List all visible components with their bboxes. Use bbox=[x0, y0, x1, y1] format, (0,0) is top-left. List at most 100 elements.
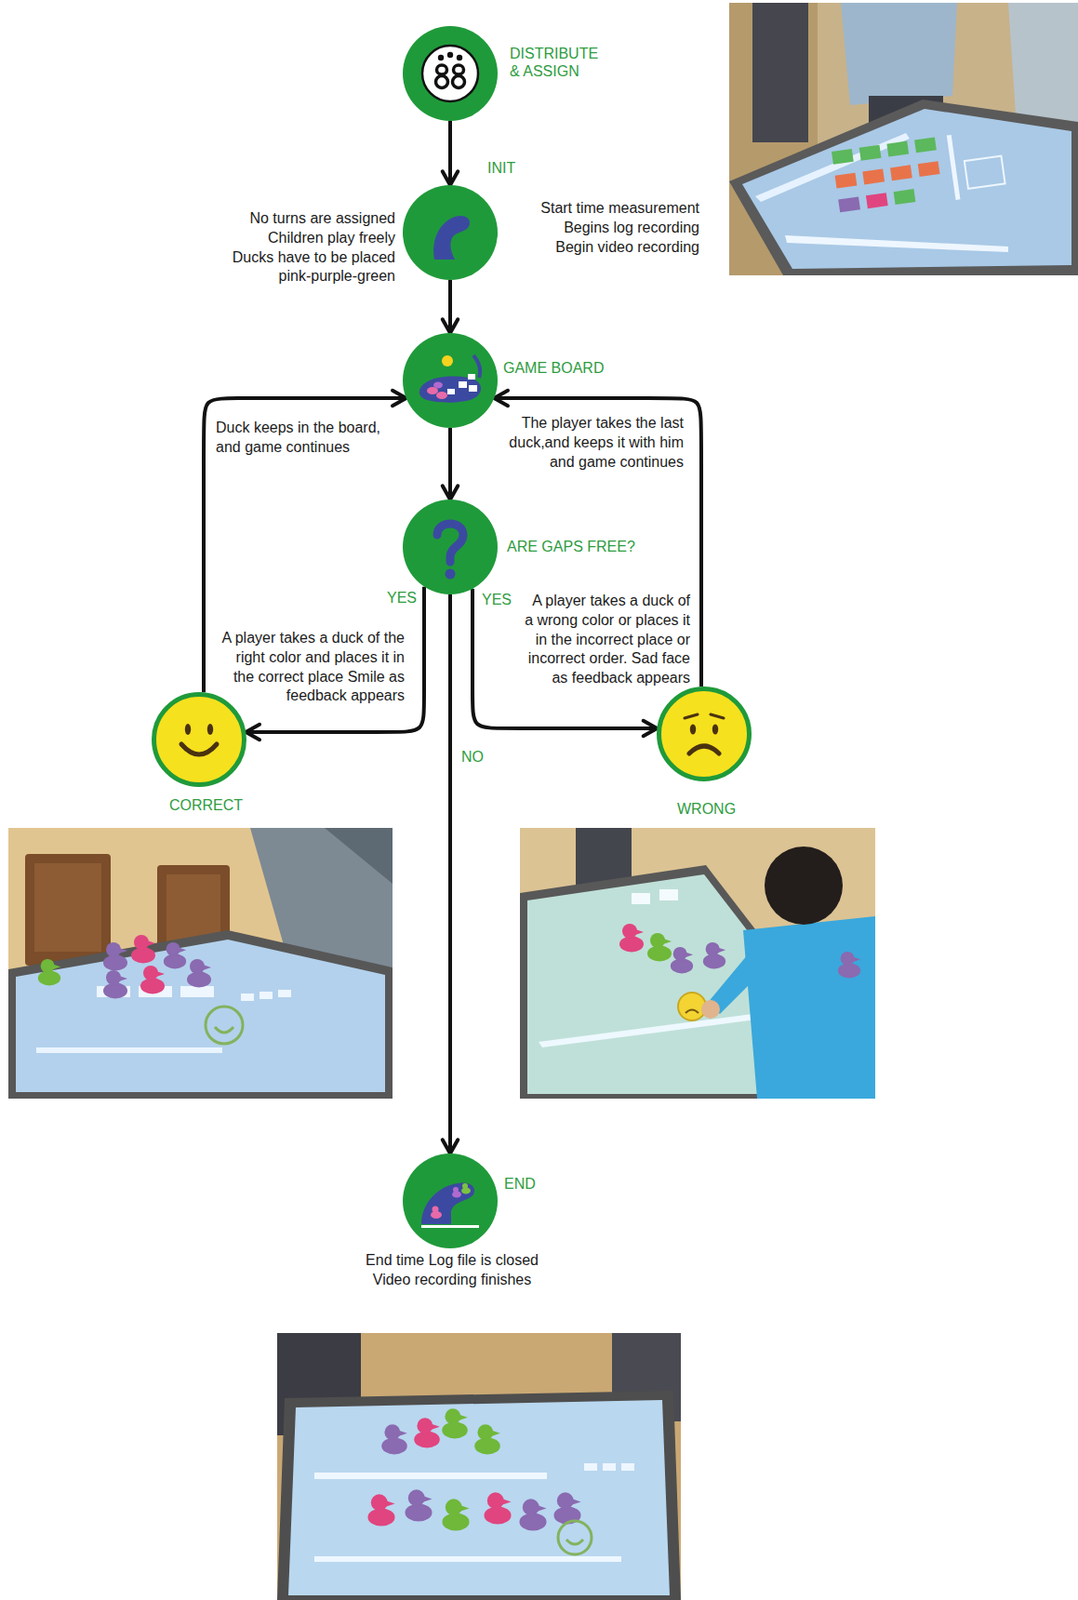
illustration-part bbox=[367, 1493, 395, 1526]
illustration-part bbox=[8, 930, 393, 1099]
icon-part bbox=[207, 723, 213, 735]
icon-part bbox=[452, 76, 466, 89]
edge-label: YES bbox=[385, 588, 419, 607]
illustration-part bbox=[764, 846, 843, 925]
illustration-part bbox=[314, 1472, 547, 1479]
illustration-part bbox=[413, 1417, 440, 1448]
illustration-part bbox=[38, 958, 61, 985]
illustration-part bbox=[140, 965, 165, 995]
illustration-part bbox=[381, 1424, 408, 1454]
icon-part bbox=[436, 76, 449, 89]
icon-part bbox=[181, 744, 217, 755]
node-heading: INIT bbox=[487, 159, 544, 177]
wrong-node: WRONG bbox=[656, 686, 752, 782]
illustration-part bbox=[25, 853, 111, 966]
illustration-part bbox=[288, 1399, 670, 1596]
node-heading: ARE GAPS FREE? bbox=[506, 537, 647, 556]
init-icon bbox=[433, 215, 470, 260]
illustration-part bbox=[553, 1491, 581, 1524]
illustration-part bbox=[163, 942, 187, 969]
icon-part bbox=[456, 54, 463, 61]
icon-part bbox=[458, 381, 467, 388]
icon-part bbox=[710, 714, 724, 719]
illustration-part bbox=[964, 156, 1006, 189]
illustration-part bbox=[743, 916, 876, 1099]
note-text: Start time measurement Begins log record… bbox=[532, 199, 700, 257]
node-icon bbox=[151, 692, 247, 787]
note-text: No turns are assigned Children play free… bbox=[227, 209, 396, 287]
illustration-part bbox=[755, 133, 910, 202]
icon-part bbox=[433, 382, 443, 389]
node-icon bbox=[656, 686, 752, 782]
icon-part bbox=[421, 1224, 480, 1228]
game-board-node: GAME BOARD bbox=[402, 332, 498, 428]
illustration-part bbox=[647, 932, 672, 962]
board-icon bbox=[419, 376, 481, 403]
smile-icon bbox=[185, 723, 191, 735]
illustration-part bbox=[742, 108, 1072, 269]
illustration-part bbox=[441, 1408, 468, 1438]
icon-part bbox=[441, 355, 453, 367]
illustration-part bbox=[859, 145, 882, 161]
note-box: Duck keeps in the board, and game contin… bbox=[215, 418, 398, 458]
illustration-part bbox=[831, 148, 854, 165]
dice-icon bbox=[422, 45, 479, 102]
icon-part bbox=[689, 745, 719, 754]
illustration-part bbox=[103, 942, 128, 972]
illustration-part bbox=[34, 863, 102, 952]
illustration-part bbox=[324, 827, 393, 884]
illustration-part bbox=[621, 1463, 635, 1471]
note-box: A player takes a duck of the right color… bbox=[213, 628, 405, 706]
note-box: A player takes a duck of a wrong color o… bbox=[522, 591, 691, 689]
illustration-part bbox=[131, 934, 156, 964]
illustration-part bbox=[441, 1498, 469, 1531]
node-icon bbox=[402, 185, 498, 280]
illustration-part bbox=[483, 1491, 511, 1524]
node-heading: GAME BOARD bbox=[503, 359, 625, 377]
decision-node: ARE GAPS FREE? bbox=[402, 499, 498, 595]
start-node: DISTRIBUTE & ASSIGN bbox=[402, 26, 498, 121]
note-box: End time Log file is closed Video record… bbox=[359, 1251, 546, 1291]
edge-label-box: YES bbox=[479, 590, 514, 609]
sad-icon bbox=[690, 724, 696, 735]
illustration-part bbox=[474, 1424, 501, 1454]
icon-part bbox=[467, 373, 476, 380]
illustration-part bbox=[584, 1463, 598, 1471]
node-heading: CORRECT bbox=[169, 796, 263, 814]
edge-label-box: YES bbox=[385, 588, 419, 607]
illustration-part bbox=[918, 160, 941, 177]
node-icon bbox=[402, 499, 498, 595]
illustration-part bbox=[538, 1013, 757, 1048]
icon-part bbox=[453, 65, 465, 75]
icon-part bbox=[452, 1186, 459, 1193]
photo-end bbox=[277, 1332, 681, 1600]
illustration-part bbox=[631, 892, 651, 905]
end-node: END bbox=[402, 1153, 498, 1249]
illustration-part bbox=[214, 1026, 234, 1033]
photo-table-top bbox=[729, 2, 1078, 276]
illustration-part bbox=[619, 923, 644, 953]
illustration-part bbox=[838, 951, 861, 978]
note-text: A player takes a duck of the right color… bbox=[213, 628, 405, 706]
illustration-part bbox=[240, 993, 254, 1001]
illustration-part bbox=[103, 970, 128, 999]
icon-part bbox=[712, 724, 719, 735]
flow-arrow bbox=[448, 120, 453, 186]
illustration-part bbox=[840, 2, 958, 106]
end-icon bbox=[421, 1183, 475, 1225]
note-text: Duck keeps in the board, and game contin… bbox=[215, 418, 398, 458]
correct-node: CORRECT bbox=[151, 692, 247, 787]
illustration-part bbox=[685, 1010, 699, 1014]
illustration-part bbox=[15, 939, 386, 1092]
note-box: No turns are assigned Children play free… bbox=[227, 209, 396, 287]
node-icon bbox=[402, 26, 498, 121]
illustration-part bbox=[946, 134, 961, 200]
illustration-part bbox=[890, 164, 913, 181]
illustration-part bbox=[729, 99, 1078, 276]
note-box: Start time measurement Begins log record… bbox=[532, 199, 700, 257]
node-heading: END bbox=[504, 1174, 560, 1193]
note-text: A player takes a duck of a wrong color o… bbox=[522, 591, 691, 689]
illustration-part bbox=[886, 141, 909, 158]
